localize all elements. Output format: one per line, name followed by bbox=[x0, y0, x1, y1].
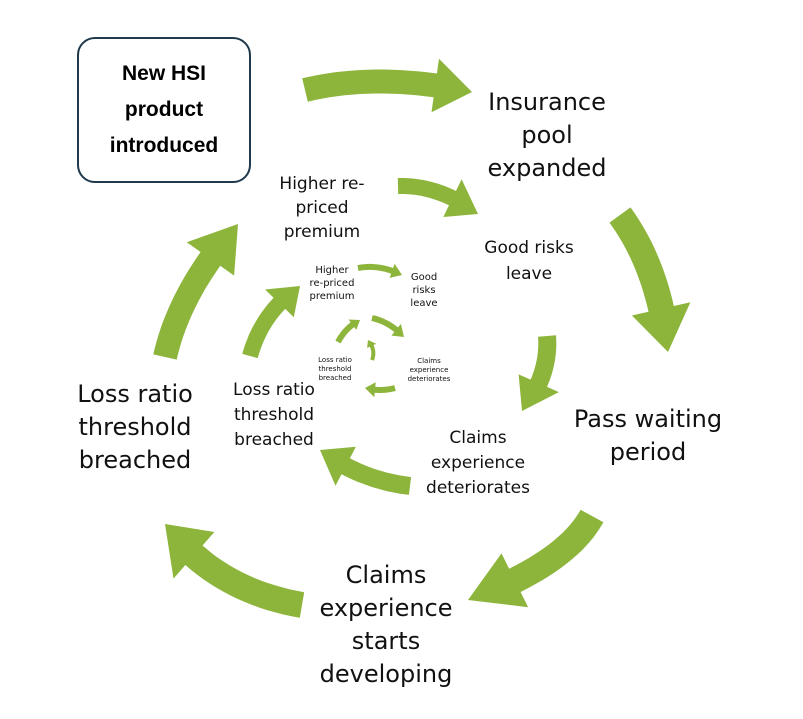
start-box-label: New HSI product introduced bbox=[109, 62, 219, 157]
inner-label-claims-deteriorates: Claims experience deteriorates bbox=[407, 357, 451, 383]
middle-arrow-to-loss bbox=[320, 446, 412, 495]
middle-arrow-to-good-risks bbox=[397, 178, 478, 217]
outer-label-claims-developing: Claims experience starts developing bbox=[319, 561, 453, 688]
outer-arrow-to-start bbox=[153, 224, 238, 360]
start-box: New HSI product introduced bbox=[77, 37, 251, 183]
middle-label-good-risks-leave: Good risks leave bbox=[484, 238, 574, 284]
inner-label-good-risks-leave: Good risks leave bbox=[410, 272, 438, 309]
inner-label-higher-premium: Higher re-priced premium bbox=[309, 265, 355, 302]
middle-arrow-to-claims bbox=[518, 335, 559, 411]
outer-arrow-to-pool bbox=[302, 58, 472, 113]
inner-arrow-to-good-risks bbox=[357, 263, 402, 278]
outer-label-loss-ratio-breached: Loss ratio threshold breached bbox=[77, 380, 193, 474]
inner-arrow-to-loss bbox=[365, 382, 396, 398]
outer-arrow-to-claims bbox=[468, 509, 604, 608]
inner-arrow-center bbox=[367, 340, 377, 361]
outer-label-pool-expanded: Insurance pool expanded bbox=[487, 88, 607, 182]
outer-arrow-to-loss bbox=[165, 524, 305, 618]
middle-label-higher-premium: Higher re- priced premium bbox=[279, 174, 365, 242]
inner-label-loss-ratio-breached: Loss ratio threshold breached bbox=[318, 356, 352, 382]
middle-label-claims-deteriorates: Claims experience deteriorates bbox=[426, 428, 530, 498]
inner-arrow-to-deteriorates bbox=[371, 315, 404, 337]
middle-arrow-to-premium bbox=[242, 286, 300, 359]
outer-label-pass-waiting-period: Pass waiting period bbox=[573, 405, 723, 466]
outer-arrow-to-waiting bbox=[609, 207, 691, 352]
inner-arrow-to-premium bbox=[335, 319, 360, 344]
middle-label-loss-ratio-breached: Loss ratio threshold breached bbox=[233, 380, 315, 450]
